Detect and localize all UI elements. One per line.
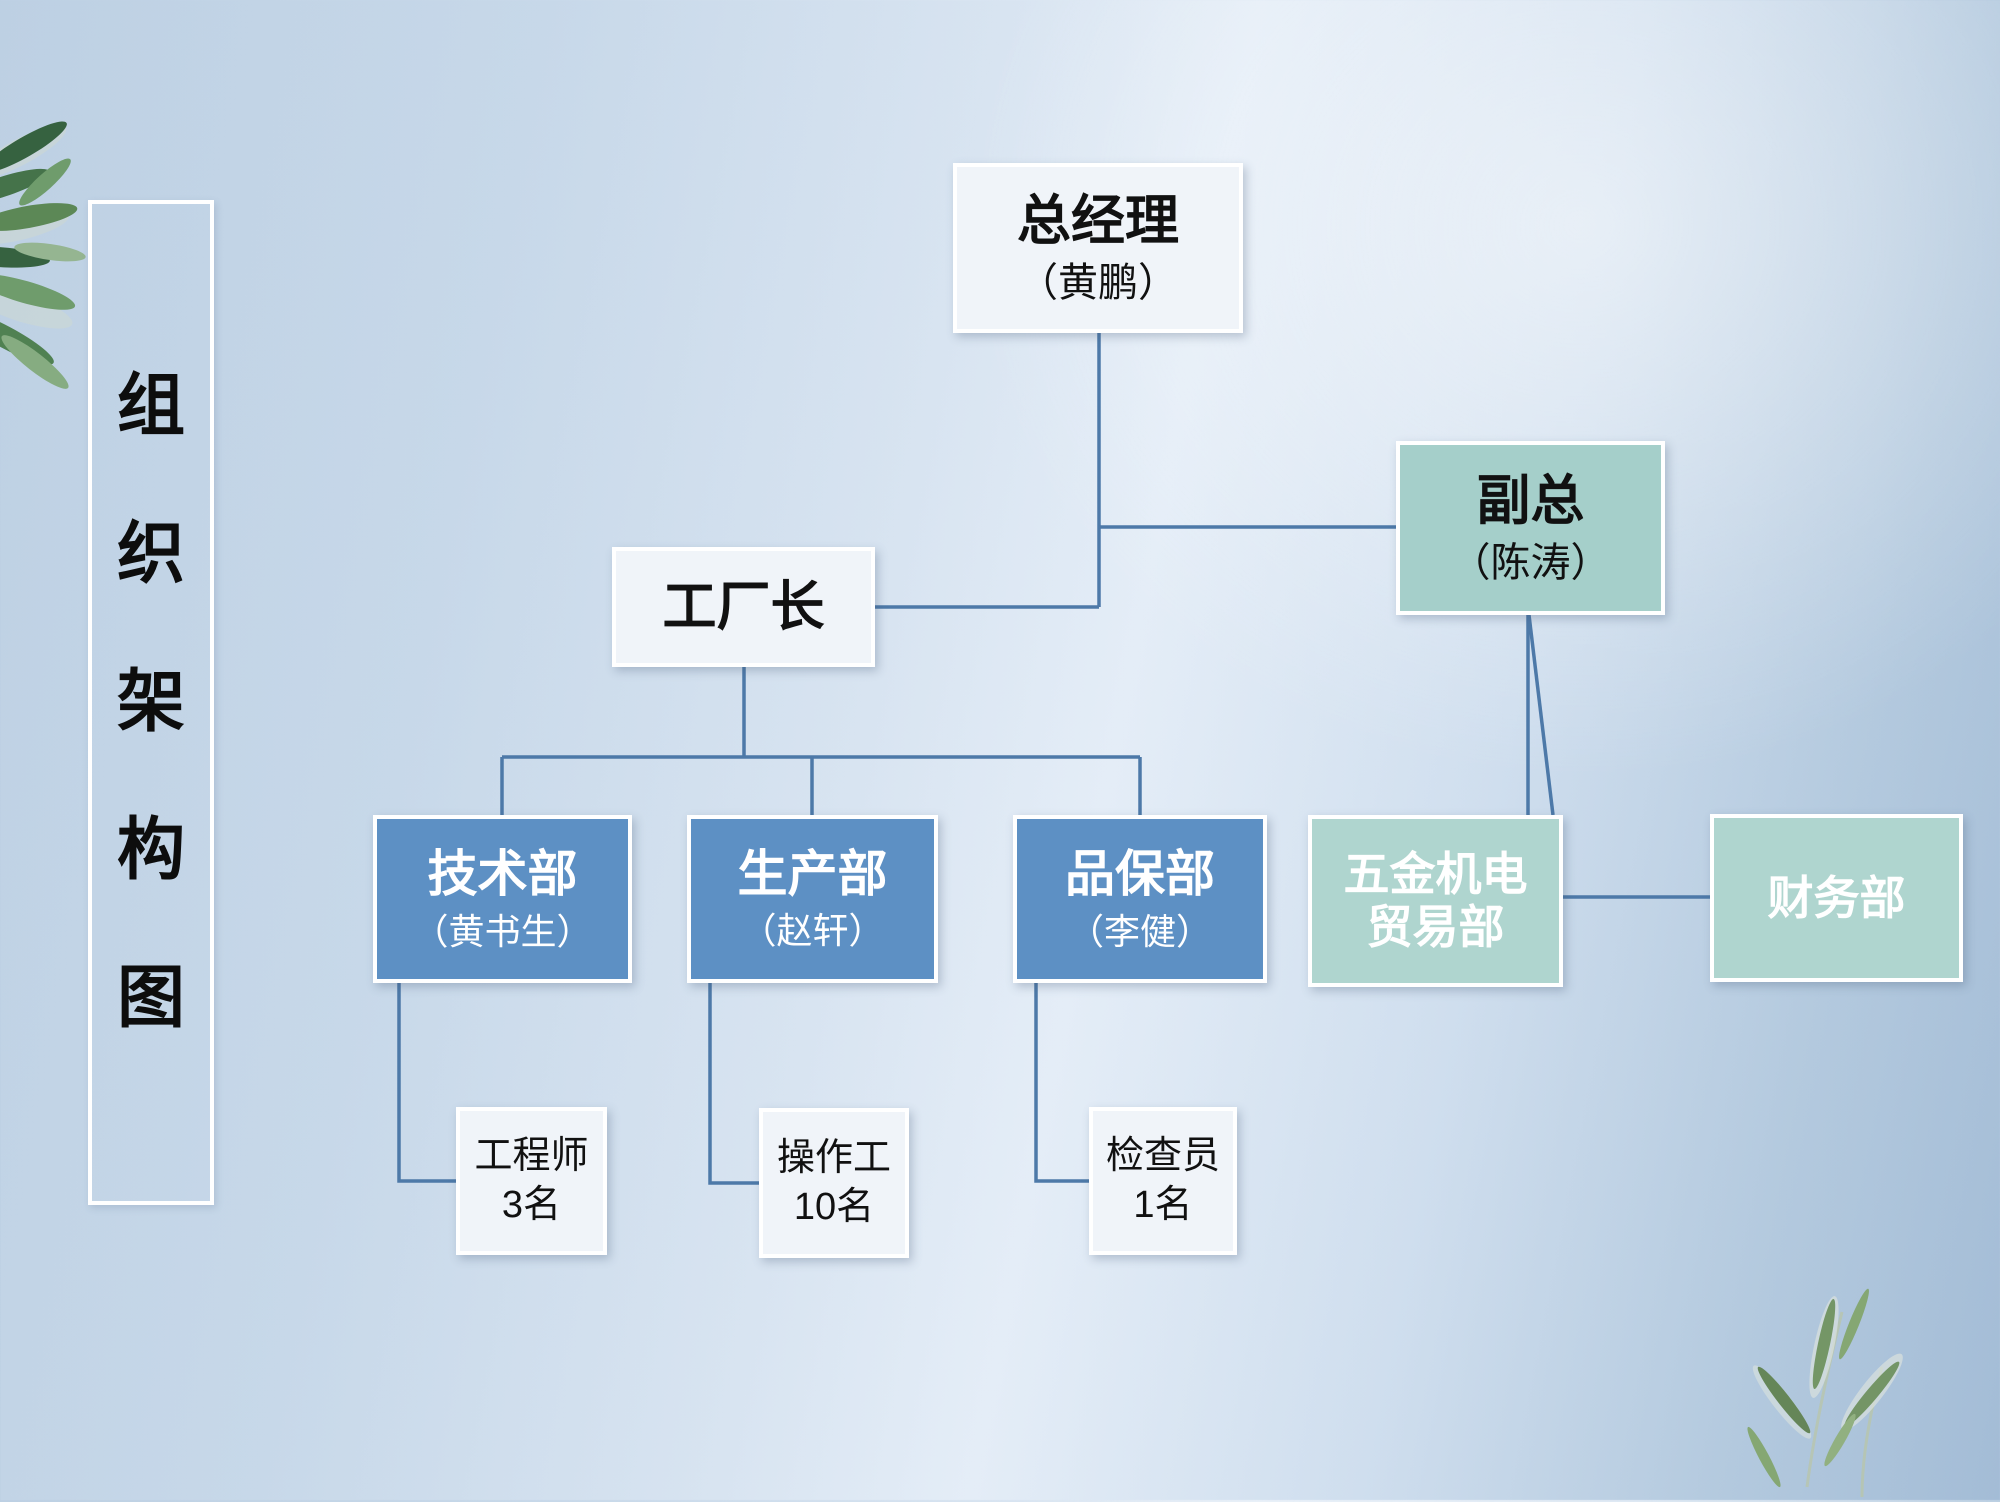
node-person-name: （黄鹏） [1018, 260, 1178, 306]
node-title: 生产部 [737, 845, 888, 902]
title-char: 织 [116, 516, 185, 592]
node-title-line2: 贸易部 [1366, 901, 1505, 953]
node-role: 工程师 [474, 1134, 589, 1177]
node-person-name: （黄书生） [412, 911, 593, 953]
node-title: 总经理 [1017, 190, 1179, 251]
title-char: 图 [116, 960, 185, 1036]
node-count: 3名 [501, 1184, 562, 1226]
node-finance-dept: 财务部 [1710, 814, 1963, 982]
node-person-name: （陈涛） [1450, 541, 1611, 586]
node-title: 财务部 [1767, 871, 1906, 924]
node-person-name: （赵轩） [740, 911, 885, 952]
node-factory-director: 工厂长 [612, 547, 875, 667]
node-person-name: （李健） [1067, 911, 1212, 953]
node-title: 品保部 [1065, 845, 1215, 902]
title-char: 架 [116, 664, 185, 740]
node-operators-count: 操作工 10名 [759, 1108, 909, 1258]
title-char: 组 [116, 368, 185, 444]
chart-title-vertical: 组 织 架 构 图 [88, 200, 214, 1205]
leaf-decoration-bottom-right [1747, 1288, 1903, 1498]
node-title-line1: 五金机电 [1343, 848, 1528, 901]
node-hardware-trade-dept: 五金机电 贸易部 [1308, 815, 1563, 987]
node-role: 操作工 [776, 1136, 891, 1179]
node-general-manager: 总经理 （黄鹏） [953, 163, 1243, 333]
node-title: 技术部 [427, 845, 578, 902]
node-count: 1名 [1133, 1184, 1193, 1226]
node-title: 工厂长 [662, 576, 825, 637]
node-production-dept: 生产部 （赵轩） [687, 815, 938, 983]
node-title: 副总 [1476, 470, 1585, 531]
node-quality-dept: 品保部 （李健） [1013, 815, 1267, 983]
leaf-decoration-top-left [0, 121, 86, 389]
node-inspectors-count: 检查员 1名 [1089, 1107, 1237, 1255]
node-deputy-general-manager: 副总 （陈涛） [1396, 441, 1665, 615]
node-tech-dept: 技术部 （黄书生） [373, 815, 632, 983]
node-count: 10名 [793, 1186, 875, 1228]
node-engineers-count: 工程师 3名 [456, 1107, 607, 1255]
node-role: 检查员 [1105, 1134, 1220, 1177]
title-char: 构 [116, 812, 185, 888]
